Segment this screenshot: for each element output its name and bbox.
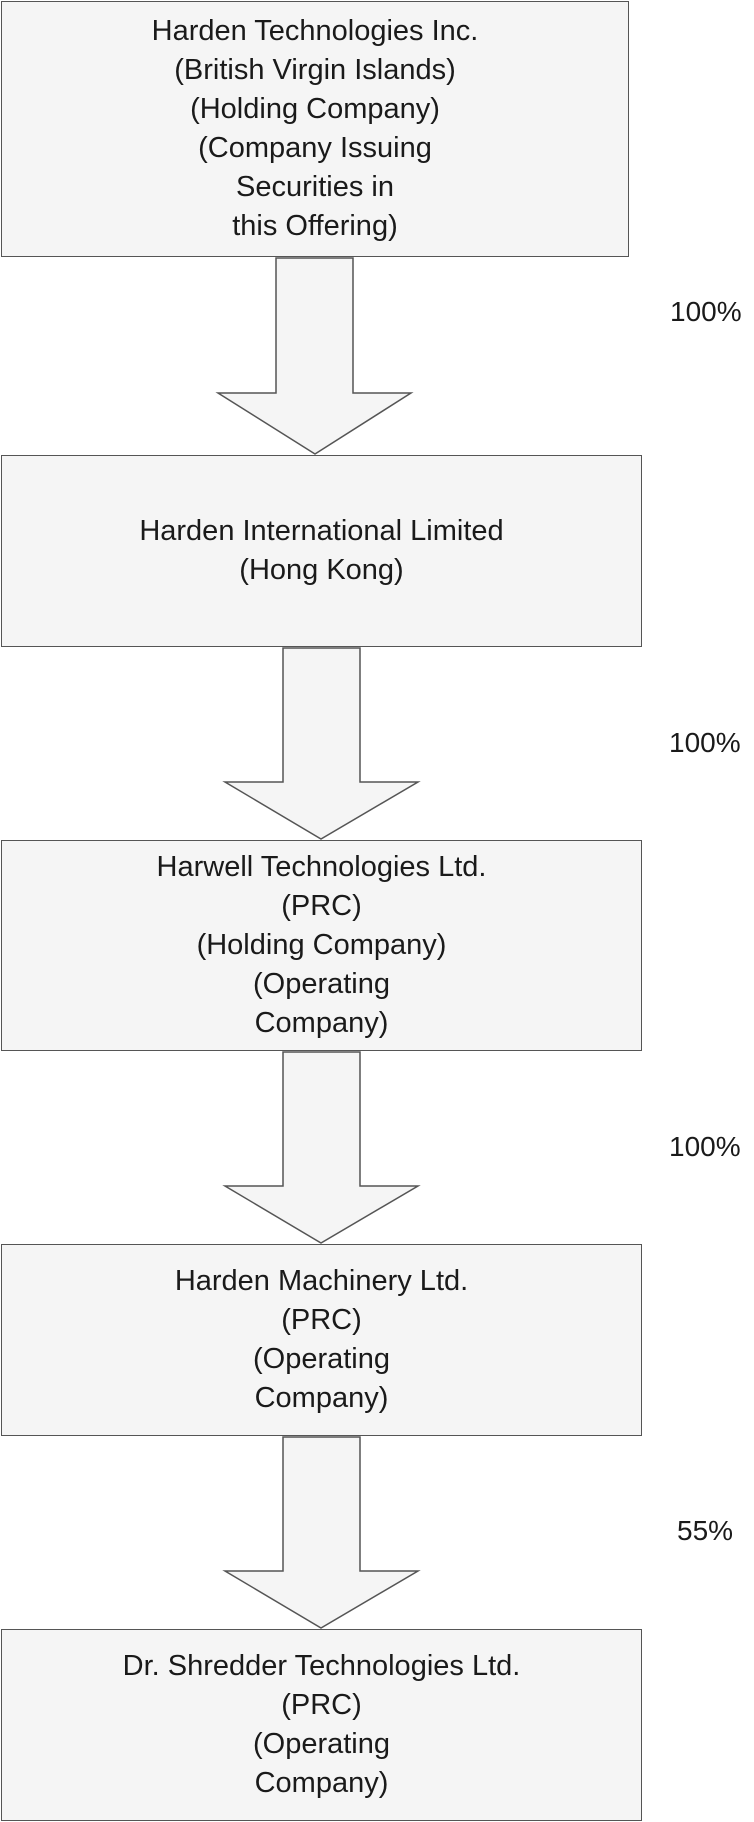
entity-jurisdiction: (British Virgin Islands) [174,54,456,86]
entity-jurisdiction: (Hong Kong) [239,554,404,586]
entity-name: Dr. Shredder Technologies Ltd. [122,1650,521,1682]
entity-role: Company) [254,1382,389,1414]
entity-role: (Operating [252,968,390,1000]
ownership-arrow-4 [222,1436,421,1629]
entity-role: (Holding Company) [196,929,447,961]
entity-name: Harwell Technologies Ltd. [156,851,487,883]
ownership-percentage-1: 100% [670,296,742,327]
ownership-percentage-2: 100% [669,727,741,758]
entity-name: Harden International Limited [139,515,504,547]
entity-box-harden-international: Harden International Limited (Hong Kong) [1,455,642,647]
ownership-arrow-2 [222,647,421,840]
entity-box-harwell-technologies: Harwell Technologies Ltd. (PRC) (Holding… [1,840,642,1051]
entity-box-harden-machinery: Harden Machinery Ltd. (PRC) (Operating C… [1,1244,642,1436]
entity-name: Harden Technologies Inc. [151,15,479,47]
entity-name: Harden Machinery Ltd. [174,1265,469,1297]
ownership-percentage-3: 100% [669,1131,741,1162]
ownership-arrow-1 [215,257,414,455]
entity-box-dr-shredder: Dr. Shredder Technologies Ltd. (PRC) (Op… [1,1629,642,1821]
entity-jurisdiction: (PRC) [281,1304,362,1336]
entity-role: (Operating [252,1728,390,1760]
entity-jurisdiction: (PRC) [281,890,362,922]
entity-role: (Company Issuing [198,132,432,164]
entity-role: (Holding Company) [190,93,440,125]
entity-box-harden-technologies: Harden Technologies Inc. (British Virgin… [1,1,629,257]
entity-jurisdiction: (PRC) [281,1689,362,1721]
entity-role: Company) [254,1767,389,1799]
entity-role: Company) [254,1007,389,1039]
ownership-arrow-3 [222,1051,421,1244]
ownership-percentage-4: 55% [677,1515,734,1546]
entity-role: this Offering) [232,210,398,242]
entity-role: (Operating [252,1343,390,1375]
entity-role: Securities in [236,171,394,203]
